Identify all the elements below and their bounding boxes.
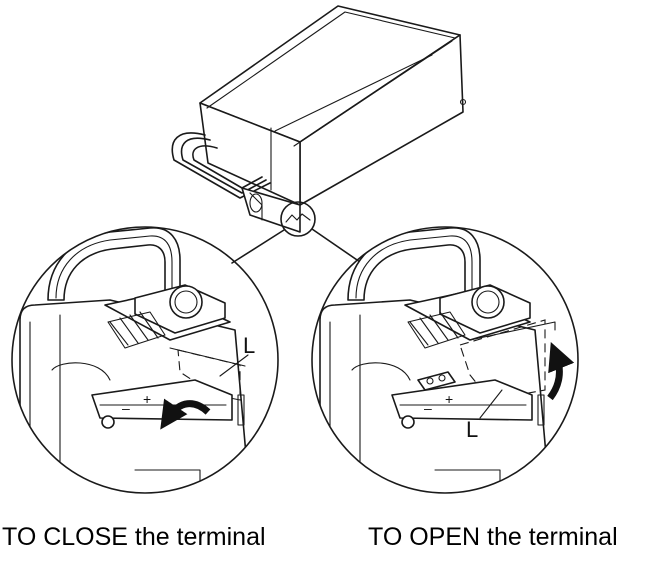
detail-view-close: L – + — [11, 226, 279, 494]
label-l-right: L — [466, 417, 478, 442]
detail-marker — [280, 201, 316, 237]
polarity-plus-right: + — [445, 391, 453, 407]
curved-arrow-up-icon — [547, 341, 575, 401]
polarity-minus-left: – — [122, 400, 130, 416]
polarity-plus-left: + — [143, 391, 151, 407]
detail-view-open: L – + — [311, 226, 579, 494]
detail-circle-right — [311, 226, 579, 494]
polarity-minus-right: – — [424, 400, 432, 416]
leader-line-left — [231, 229, 285, 264]
detail-circle-left — [11, 226, 279, 494]
leader-line-right — [311, 228, 361, 263]
battery-pack — [171, 5, 467, 233]
caption-close-terminal: TO CLOSE the terminal — [2, 523, 266, 551]
curved-arrow-left-icon — [160, 398, 211, 430]
caption-open-terminal: TO OPEN the terminal — [368, 523, 618, 551]
label-l-left: L — [243, 333, 255, 358]
